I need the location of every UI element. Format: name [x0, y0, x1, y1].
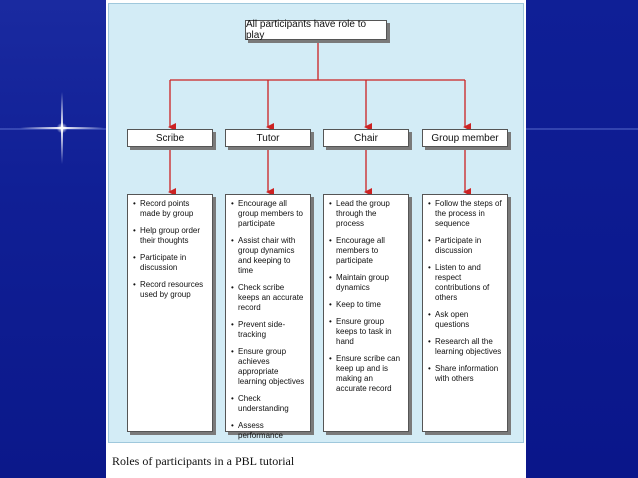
role-name: Tutor — [256, 132, 280, 144]
duties-list: Lead the group through the process Encou… — [324, 195, 408, 403]
role-box-tutor: Tutor — [225, 129, 311, 147]
role-box-group-member: Group member — [422, 129, 508, 147]
duty-item: Record resources used by group — [133, 280, 209, 300]
duty-item: Maintain group dynamics — [329, 273, 405, 293]
role-name: Group member — [431, 132, 499, 144]
duty-item: Encourage all group members to participa… — [231, 199, 307, 229]
duty-item: Check scribe keeps an accurate record — [231, 283, 307, 313]
duty-item: Keep to time — [329, 300, 405, 310]
duty-item: Research all the learning objectives — [428, 337, 504, 357]
role-name: Chair — [354, 132, 378, 144]
background-right — [526, 0, 638, 478]
duty-item: Help group order their thoughts — [133, 226, 209, 246]
duty-item: Ensure scribe can keep up and is making … — [329, 354, 405, 394]
role-box-scribe: Scribe — [127, 129, 213, 147]
sparkle-icon — [56, 123, 68, 133]
diagram-title: All participants have role to play — [246, 19, 367, 41]
duty-item: Ensure group achieves appropriate learni… — [231, 347, 307, 387]
diagram-title-box: All participants have role to play — [245, 19, 387, 41]
duty-item: Share information with others — [428, 364, 504, 384]
duty-item: Lead the group through the process — [329, 199, 405, 229]
duty-item: Ensure group keeps to task in hand — [329, 317, 405, 347]
duties-box-tutor: Encourage all group members to participa… — [225, 194, 311, 440]
duties-list: Follow the steps of the process in seque… — [423, 195, 507, 393]
duty-item: Participate in discussion — [133, 253, 209, 273]
duty-item: Participate in discussion — [428, 236, 504, 256]
duty-item: Listen to and respect contributions of o… — [428, 263, 504, 303]
duties-box-group-member: Follow the steps of the process in seque… — [422, 194, 508, 432]
duty-item: Prevent side-tracking — [231, 320, 307, 340]
duty-item: Follow the steps of the process in seque… — [428, 199, 504, 229]
duties-box-chair: Lead the group through the process Encou… — [323, 194, 409, 432]
duty-item: Encourage all members to participate — [329, 236, 405, 266]
role-name: Scribe — [155, 132, 185, 144]
duty-item: Check understanding — [231, 394, 307, 414]
duty-item: Assist chair with group dynamics and kee… — [231, 236, 307, 276]
duty-item: Record points made by group — [133, 199, 209, 219]
duty-item: Assess performance — [231, 421, 307, 441]
duty-item: Ask open questions — [428, 310, 504, 330]
duties-box-scribe: Record points made by group Help group o… — [127, 194, 213, 432]
role-box-chair: Chair — [323, 129, 409, 147]
figure-caption: Roles of participants in a PBL tutorial — [112, 454, 295, 468]
background-left — [0, 0, 106, 478]
duties-list: Record points made by group Help group o… — [128, 195, 212, 309]
duties-list: Encourage all group members to participa… — [226, 195, 310, 450]
